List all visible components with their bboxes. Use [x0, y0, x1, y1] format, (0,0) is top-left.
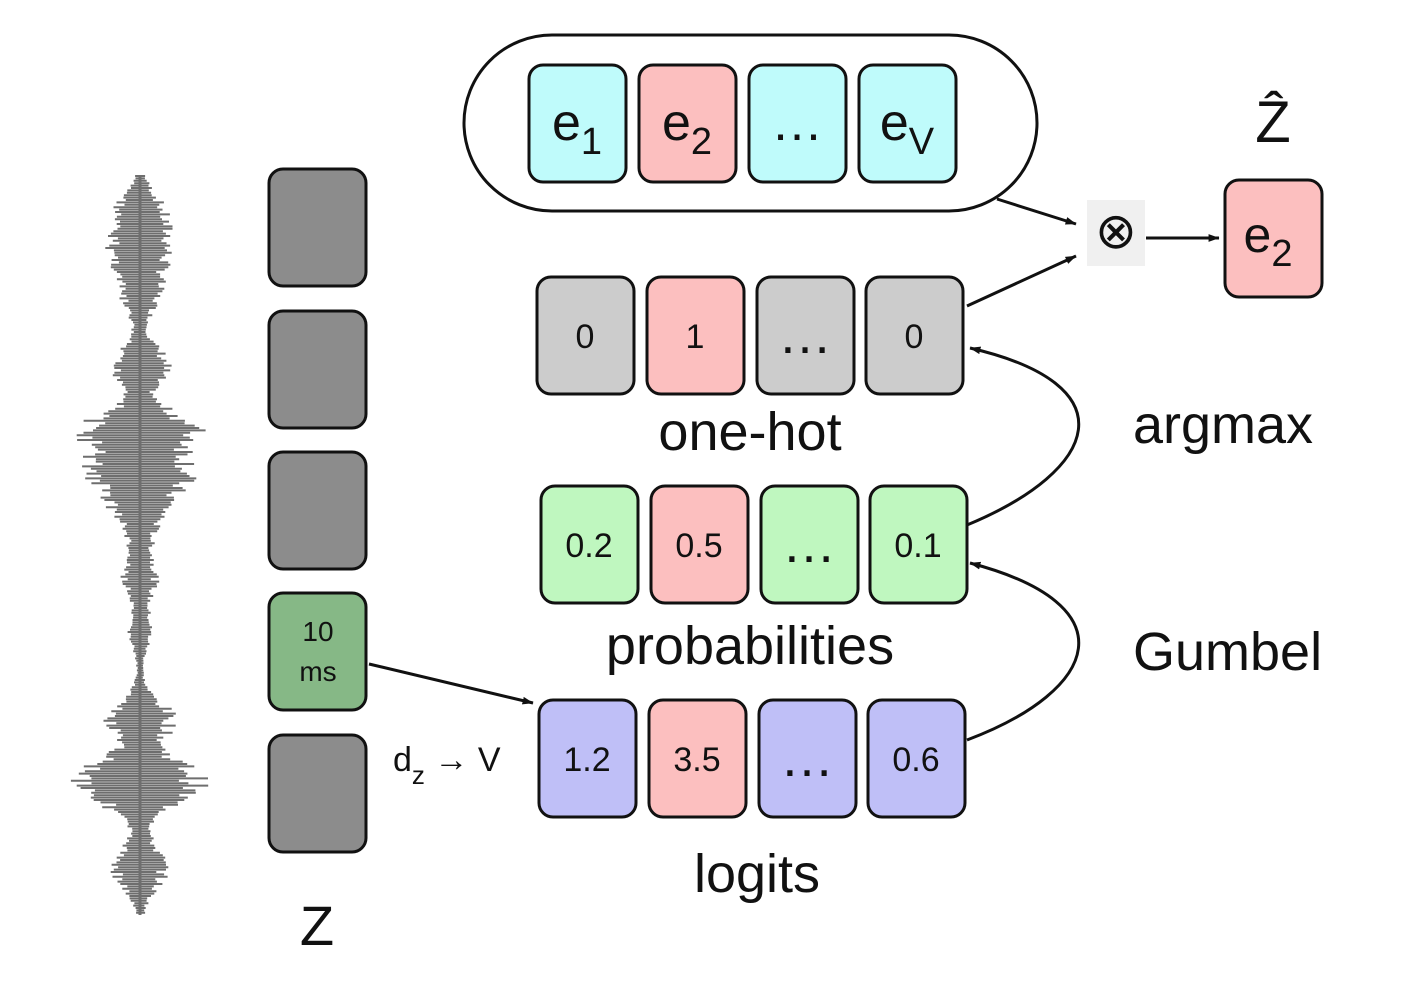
codebook-entry: …	[747, 63, 848, 184]
output-text: e2	[1244, 207, 1293, 275]
logit-cell-value: 3.5	[673, 741, 720, 779]
onehot-cell: …	[755, 275, 856, 396]
onehot-to-operator-arrow	[966, 254, 1077, 308]
z-frame	[267, 450, 368, 571]
z-hat-label: Ẑ	[1255, 90, 1290, 155]
z-frame-line2: ms	[299, 656, 336, 687]
codebook-entry-label: e1	[552, 94, 602, 163]
logit-cell: 1.2	[537, 698, 638, 819]
codebook-entry: eV	[857, 63, 958, 184]
codebook-entry-label: e2	[662, 94, 712, 163]
otimes-icon: ⊗	[1095, 203, 1137, 259]
z-frame-box	[267, 733, 368, 854]
onehot-cell-box	[755, 275, 856, 396]
logit-cell-value: 0.6	[892, 741, 939, 779]
probability-cell: 0.2	[539, 484, 640, 605]
codebook-to-operator-arrow	[996, 197, 1077, 226]
logit-cell-box	[647, 698, 748, 819]
codebook-entry-label: eV	[880, 94, 935, 163]
onehot-row: 0 1 … 0	[535, 275, 965, 396]
gumbel-arrow	[966, 561, 1081, 742]
logit-cell: 3.5	[647, 698, 748, 819]
z-frame-box	[267, 167, 368, 288]
z-frame-column: 10 ms	[267, 167, 368, 854]
z-frame-box	[267, 309, 368, 430]
codebook-entry-box	[747, 63, 848, 184]
onehot-cell: 1	[645, 275, 746, 396]
probabilities-label: probabilities	[606, 616, 894, 676]
z-frame	[267, 167, 368, 288]
codebook-entry-label: …	[771, 94, 823, 152]
logits-label: logits	[694, 844, 820, 904]
z-label: Z	[300, 894, 334, 957]
argmax-label: argmax	[1133, 395, 1313, 455]
audio-waveform	[70, 175, 209, 915]
z-frame	[267, 733, 368, 854]
probability-cell-value: 0.1	[894, 527, 941, 565]
probability-cell: 0.1	[868, 484, 969, 605]
codebook-entry: e2	[637, 63, 738, 184]
z-frame	[267, 309, 368, 430]
codebook-entry-box	[857, 63, 958, 184]
logit-cell: 0.6	[866, 698, 967, 819]
logit-cell-box	[866, 698, 967, 819]
probability-cell-box	[649, 484, 750, 605]
z-frame-box	[267, 450, 368, 571]
logit-cell: …	[757, 698, 858, 819]
logit-cell-box	[537, 698, 638, 819]
onehot-label: one-hot	[658, 402, 841, 462]
probability-cell-value: …	[782, 514, 836, 574]
probability-cell: …	[759, 484, 860, 605]
probability-cell: 0.5	[649, 484, 750, 605]
onehot-cell-value: 1	[686, 318, 705, 356]
logit-cell-value: …	[780, 728, 834, 788]
argmax-arrow	[966, 346, 1081, 527]
logits-row: 1.2 3.5 … 0.6	[537, 698, 967, 819]
onehot-cell-value: 0	[576, 318, 595, 356]
codebook-entry-box	[637, 63, 738, 184]
onehot-cell: 0	[864, 275, 965, 396]
logit-cell-value: 1.2	[563, 741, 610, 779]
codebook-entry-box	[527, 63, 628, 184]
z-frame: 10 ms	[267, 591, 368, 712]
probability-cell-value: 0.5	[675, 527, 722, 565]
frame-to-logits-arrow	[368, 662, 534, 705]
gumbel-label: Gumbel	[1133, 622, 1322, 682]
onehot-cell-box	[645, 275, 746, 396]
logit-cell-box	[757, 698, 858, 819]
onehot-cell-value: 0	[905, 318, 924, 356]
codebook: e1 e2 … eV	[462, 33, 1039, 213]
projection-label: dz → V	[393, 741, 501, 790]
probability-cell-box	[759, 484, 860, 605]
probability-cell-box	[539, 484, 640, 605]
probabilities-row: 0.2 0.5 … 0.1	[539, 484, 969, 605]
onehot-cell-value: …	[778, 305, 832, 365]
onehot-cell-box	[864, 275, 965, 396]
probability-cell-box	[868, 484, 969, 605]
multiply-operator: ⊗	[1087, 200, 1145, 266]
onehot-cell: 0	[535, 275, 636, 396]
onehot-cell-box	[535, 275, 636, 396]
output-box	[1223, 178, 1324, 299]
probability-cell-value: 0.2	[565, 527, 612, 565]
z-frame-box	[267, 591, 368, 712]
operator-background	[1087, 200, 1145, 266]
codebook-entry: e1	[527, 63, 628, 184]
z-frame-line1: 10	[302, 616, 333, 647]
